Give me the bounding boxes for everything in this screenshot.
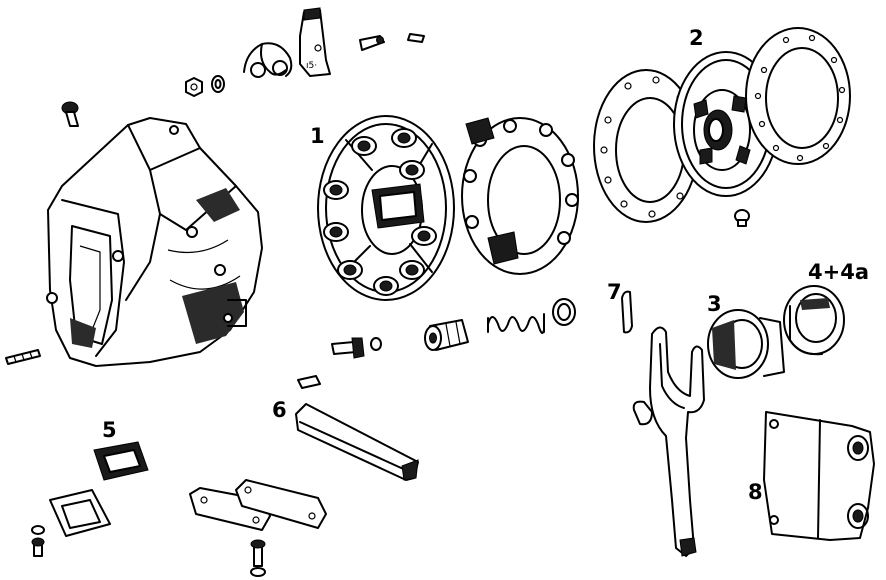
callout-6: 6	[272, 398, 287, 422]
locating-pin	[297, 375, 321, 389]
disc-rivet	[734, 209, 750, 227]
gasket-bolt	[250, 539, 266, 577]
release-fork	[632, 326, 705, 557]
callout-3: 3	[707, 292, 722, 316]
callout-7: 7	[607, 280, 622, 304]
bearing-sleeve	[783, 285, 845, 356]
flange-plate	[745, 27, 851, 165]
housing-stud	[5, 349, 41, 365]
inspection-cover	[93, 441, 149, 481]
shield-strip	[295, 403, 419, 481]
callout-5: 5	[102, 418, 117, 442]
gasket-right	[235, 479, 327, 529]
release-bearing	[707, 309, 785, 379]
plate-bolt	[331, 337, 382, 359]
spring-parts	[424, 298, 576, 351]
inspection-gasket	[49, 489, 111, 537]
bell-housing	[46, 117, 263, 367]
callout-8: 8	[748, 480, 763, 504]
callout-2: 2	[689, 26, 704, 50]
svg-text:ı5·: ı5·	[306, 61, 317, 71]
top-small-parts: ı5·	[185, 7, 425, 97]
cover-plate	[763, 411, 875, 541]
pressure-ring	[461, 117, 579, 275]
callout-4-4a: 4+4a	[808, 260, 869, 284]
retaining-clip	[621, 290, 633, 334]
callout-1: 1	[310, 124, 325, 148]
bleed-screw	[61, 101, 79, 127]
pressure-plate-assembly	[317, 115, 455, 301]
cover-screw	[31, 525, 45, 557]
